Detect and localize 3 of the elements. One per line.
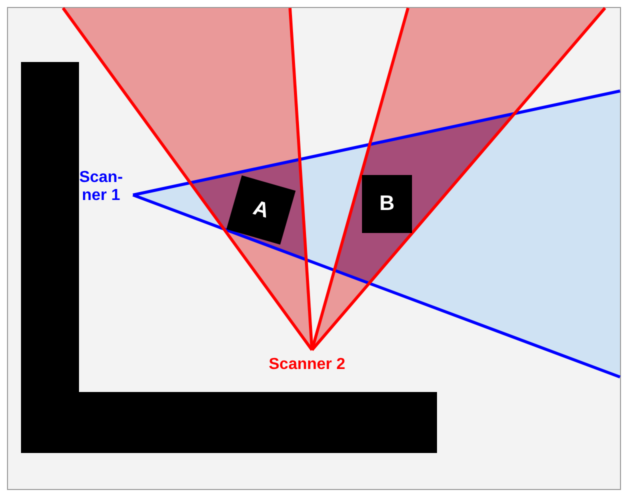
scanner-label: Scan- ner 1 <box>78 169 124 204</box>
object-box: B <box>362 175 412 233</box>
scanner-label: Scanner 2 <box>268 356 346 374</box>
